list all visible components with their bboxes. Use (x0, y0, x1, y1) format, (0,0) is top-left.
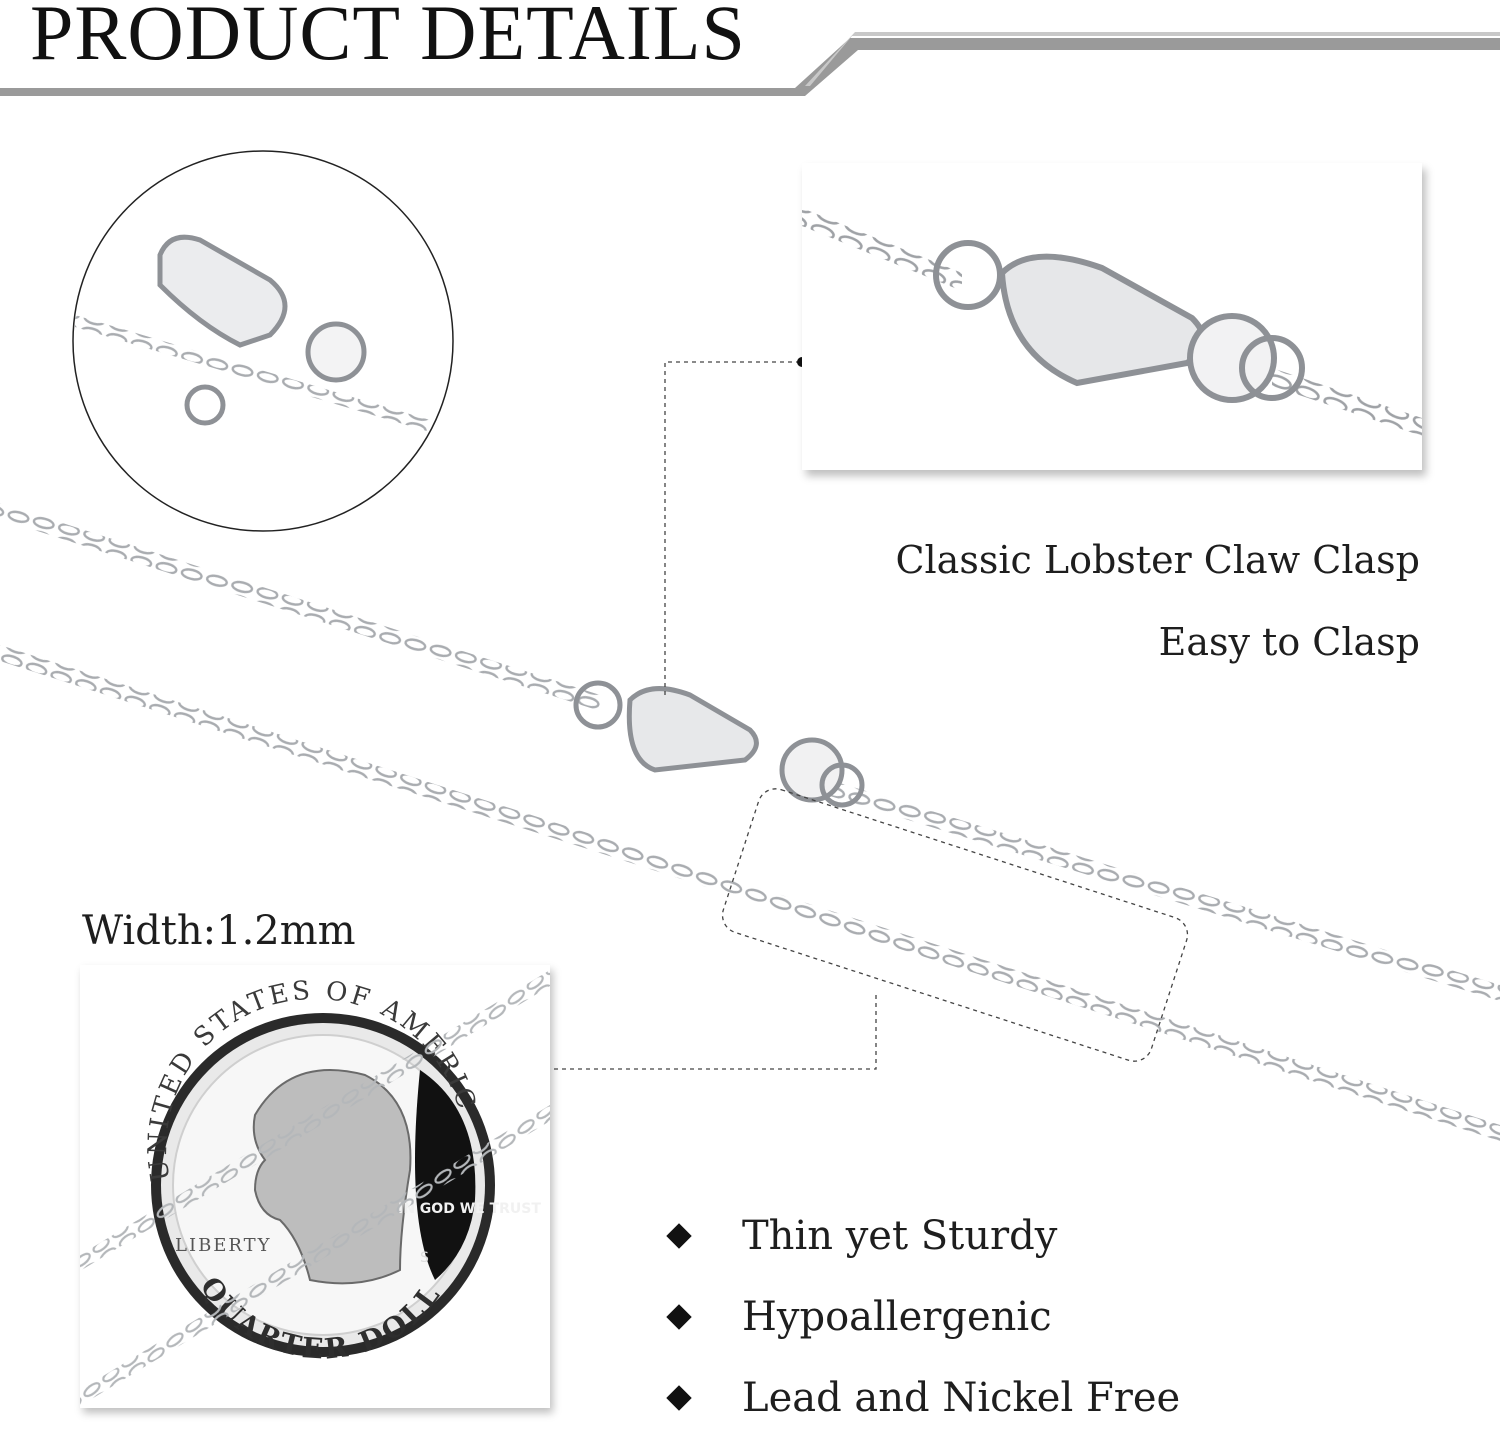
chain-highlight-frame (721, 788, 1189, 1062)
feature-text: Hypoallergenic (742, 1293, 1052, 1340)
page-title: PRODUCT DETAILS (30, 0, 746, 76)
feature-item: Hypoallergenic (660, 1276, 1180, 1357)
lobster-clasp-main (573, 680, 865, 808)
svg-text:IN GOD WE TRUST: IN GOD WE TRUST (398, 1201, 541, 1217)
feature-item: Lead and Nickel Free (660, 1357, 1180, 1438)
chain-over-coin (80, 970, 550, 1406)
circle-detail (72, 150, 454, 532)
feature-text: Lead and Nickel Free (742, 1374, 1181, 1421)
feature-item: Thin yet Sturdy (660, 1195, 1180, 1276)
feature-text: Thin yet Sturdy (742, 1212, 1058, 1259)
width-label: Width:1.2mm (82, 908, 356, 954)
clasp-detail-box (802, 163, 1422, 470)
diamond-bullet-icon (666, 1384, 692, 1411)
clasp-title: Classic Lobster Claw Clasp (895, 538, 1420, 582)
clasp-subtitle: Easy to Clasp (1158, 620, 1420, 664)
feature-list: Thin yet Sturdy Hypoallergenic Lead and … (660, 1195, 1180, 1438)
diamond-bullet-icon (666, 1222, 692, 1249)
coin-comparison-box: UNITED STATES OF AMERICA LIBERTY IN GOD … (80, 965, 550, 1408)
diamond-bullet-icon (666, 1303, 692, 1330)
chain-strand-upper (0, 503, 1500, 1001)
header-band (0, 32, 1500, 96)
chain-strand-lower (0, 645, 1500, 1141)
svg-text:S: S (420, 1250, 429, 1266)
callout-clasp (664, 361, 802, 695)
svg-text:LIBERTY: LIBERTY (175, 1235, 272, 1256)
